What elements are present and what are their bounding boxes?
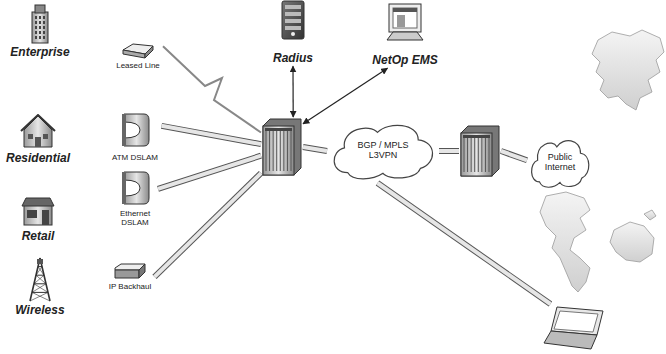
server-picture bbox=[279, 0, 307, 40]
node-label: Ethernet DSLAM bbox=[115, 210, 155, 228]
retail-site: Retail bbox=[19, 196, 57, 243]
node-label: Radius bbox=[271, 52, 316, 65]
network-link bbox=[162, 126, 262, 144]
node-label: IP Backhaul bbox=[107, 283, 154, 292]
atm-dslam: ATM DSLAM bbox=[110, 110, 161, 163]
router-icon bbox=[263, 119, 301, 175]
residential-site: Residential bbox=[4, 114, 73, 165]
tower-icon bbox=[30, 258, 50, 301]
world-map bbox=[540, 30, 664, 292]
dslam-icon bbox=[122, 172, 149, 204]
australia-map bbox=[610, 222, 654, 262]
internet-cloud: Public Internet bbox=[528, 136, 592, 190]
store-icon bbox=[22, 198, 54, 225]
leased-line-device: Leased Line bbox=[114, 40, 162, 71]
cloud-label: Public Internet bbox=[540, 153, 580, 173]
ethernet-dslam: Ethernet DSLAM bbox=[113, 168, 157, 228]
leased-line-link bbox=[163, 46, 261, 132]
island-map bbox=[644, 210, 656, 220]
ems-station: NetOp EMS bbox=[370, 2, 440, 67]
network-link bbox=[158, 156, 261, 189]
enterprise-site: Enterprise bbox=[8, 4, 72, 59]
backhaul-icon bbox=[115, 264, 145, 278]
modem-icon bbox=[123, 44, 153, 58]
network-link bbox=[303, 147, 327, 151]
router-icon bbox=[461, 126, 499, 176]
management-arrow bbox=[293, 66, 294, 117]
dslam-icon bbox=[122, 114, 149, 146]
house-picture bbox=[20, 114, 56, 148]
network-link bbox=[439, 151, 459, 152]
ip-backhaul-device: IP Backhaul bbox=[107, 262, 154, 292]
modem-picture bbox=[121, 40, 155, 60]
building-icon bbox=[32, 5, 48, 43]
dslam-picture bbox=[120, 168, 150, 208]
laptop-computer bbox=[543, 305, 605, 351]
node-label: NetOp EMS bbox=[370, 54, 440, 67]
radius-server: Radius bbox=[271, 0, 316, 65]
node-label: Leased Line bbox=[114, 62, 162, 71]
backhaul-picture bbox=[113, 262, 147, 280]
asia-map bbox=[592, 30, 664, 110]
ems-picture bbox=[383, 2, 427, 42]
server-icon bbox=[282, 1, 304, 39]
wireless-site: Wireless bbox=[13, 256, 67, 317]
building-picture bbox=[27, 4, 53, 44]
americas-map bbox=[540, 192, 590, 292]
core-router bbox=[460, 125, 500, 177]
network-link bbox=[155, 173, 262, 277]
router-picture bbox=[262, 118, 302, 176]
cloud-label: BGP / MPLS L3VPN bbox=[343, 141, 423, 161]
node-label: Residential bbox=[4, 152, 73, 165]
store-picture bbox=[21, 196, 55, 226]
node-label: ATM DSLAM bbox=[110, 154, 161, 163]
network-link bbox=[378, 183, 551, 304]
router-picture bbox=[460, 125, 500, 177]
tower-picture bbox=[27, 256, 53, 302]
ems-icon bbox=[387, 4, 423, 40]
laptop-picture bbox=[543, 305, 605, 351]
mpls-cloud: BGP / MPLS L3VPN bbox=[328, 120, 438, 182]
node-label: Enterprise bbox=[8, 46, 72, 59]
node-label: Wireless bbox=[13, 304, 67, 317]
node-label: Retail bbox=[19, 230, 57, 243]
edge-router bbox=[262, 118, 302, 176]
network-link bbox=[501, 151, 527, 160]
house-icon bbox=[21, 115, 55, 147]
dslam-picture bbox=[120, 110, 150, 150]
laptop-icon bbox=[544, 307, 603, 349]
management-arrow bbox=[303, 68, 388, 124]
